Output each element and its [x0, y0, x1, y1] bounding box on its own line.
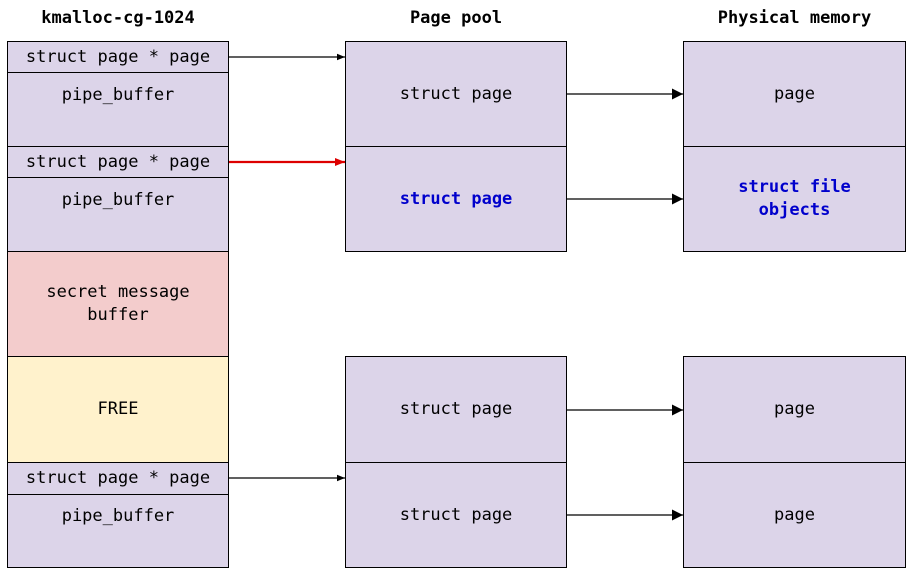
- pipe-buffer-3-page-pointer: struct page * page: [7, 462, 229, 495]
- pool-struct-page-4: struct page: [345, 462, 567, 568]
- pipe-buffer-1-page-pointer: struct page * page: [7, 41, 229, 73]
- pipe-buffer-1-label: pipe_buffer: [61, 85, 175, 105]
- pipe-buffer-2-page-pointer: struct page * page: [7, 146, 229, 178]
- slab-column-title: kmalloc-cg-1024: [41, 8, 195, 28]
- secret-message-buffer: secret message buffer: [7, 251, 229, 357]
- free-slot: FREE: [7, 356, 229, 463]
- pipe-buffer-2-label: pipe_buffer: [61, 190, 175, 210]
- phys-page-4: page: [683, 462, 906, 568]
- phys-struct-file-objects: struct file objects: [683, 146, 906, 252]
- phys-page-3: page: [683, 356, 906, 463]
- phys-column-title: Physical memory: [717, 8, 872, 28]
- pool-column-title: Page pool: [409, 8, 503, 28]
- pipe-buffer-3-label: pipe_buffer: [61, 506, 175, 526]
- pool-struct-page-3: struct page: [345, 356, 567, 463]
- pool-struct-page-2-highlighted: struct page: [345, 146, 567, 252]
